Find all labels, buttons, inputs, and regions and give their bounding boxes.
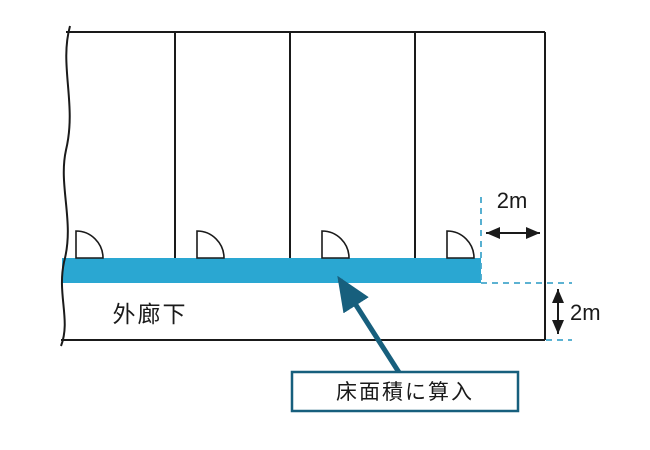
included-floor-area-strip xyxy=(62,258,481,283)
door-swing-symbol-1 xyxy=(75,230,104,259)
height-dimension-label: 2m xyxy=(570,300,601,325)
door-swing-symbol-3 xyxy=(321,230,350,259)
callout-arrow xyxy=(337,275,403,376)
corridor-label: 外廊下 xyxy=(113,301,188,327)
callout-label: 床面積に算入 xyxy=(336,381,474,404)
break-line-left xyxy=(60,25,71,347)
width-dimension-label: 2m xyxy=(497,188,528,213)
door-swing-symbol-2 xyxy=(196,230,225,259)
callout-box xyxy=(290,370,520,413)
door-swing-symbol-4 xyxy=(446,230,475,259)
